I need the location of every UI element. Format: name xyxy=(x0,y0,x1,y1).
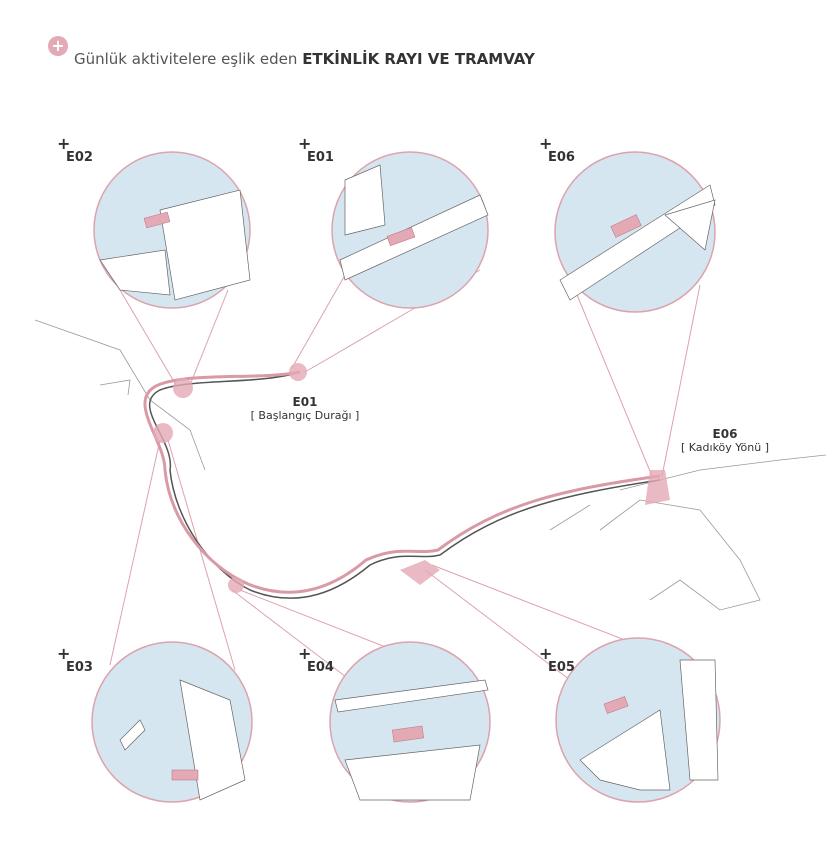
detail-label-e05: +E05 xyxy=(539,644,575,676)
detail-label-e06: +E06 xyxy=(539,134,575,166)
hotspot-e01[interactable] xyxy=(289,363,307,381)
map-label-e01: E01[ Başlangıç Durağı ] xyxy=(250,395,360,422)
hotspot-e04[interactable] xyxy=(228,577,244,593)
detail-label-e03: +E03 xyxy=(57,644,93,676)
detail-label-e01: +E01 xyxy=(298,134,334,166)
hotspot-e05[interactable] xyxy=(400,560,440,585)
page-title: Günlük aktivitelere eşlik eden ETKİNLİK … xyxy=(74,50,535,68)
detail-label-e04: +E04 xyxy=(298,644,334,676)
hotspot-e06[interactable] xyxy=(645,470,670,505)
hotspot-e03[interactable] xyxy=(153,423,173,443)
plus-circle-icon: + xyxy=(48,36,68,56)
map-label-e06: E06[ Kadıköy Yönü ] xyxy=(680,427,770,454)
detail-label-e02: +E02 xyxy=(57,134,93,166)
hotspot-e02[interactable] xyxy=(173,378,193,398)
